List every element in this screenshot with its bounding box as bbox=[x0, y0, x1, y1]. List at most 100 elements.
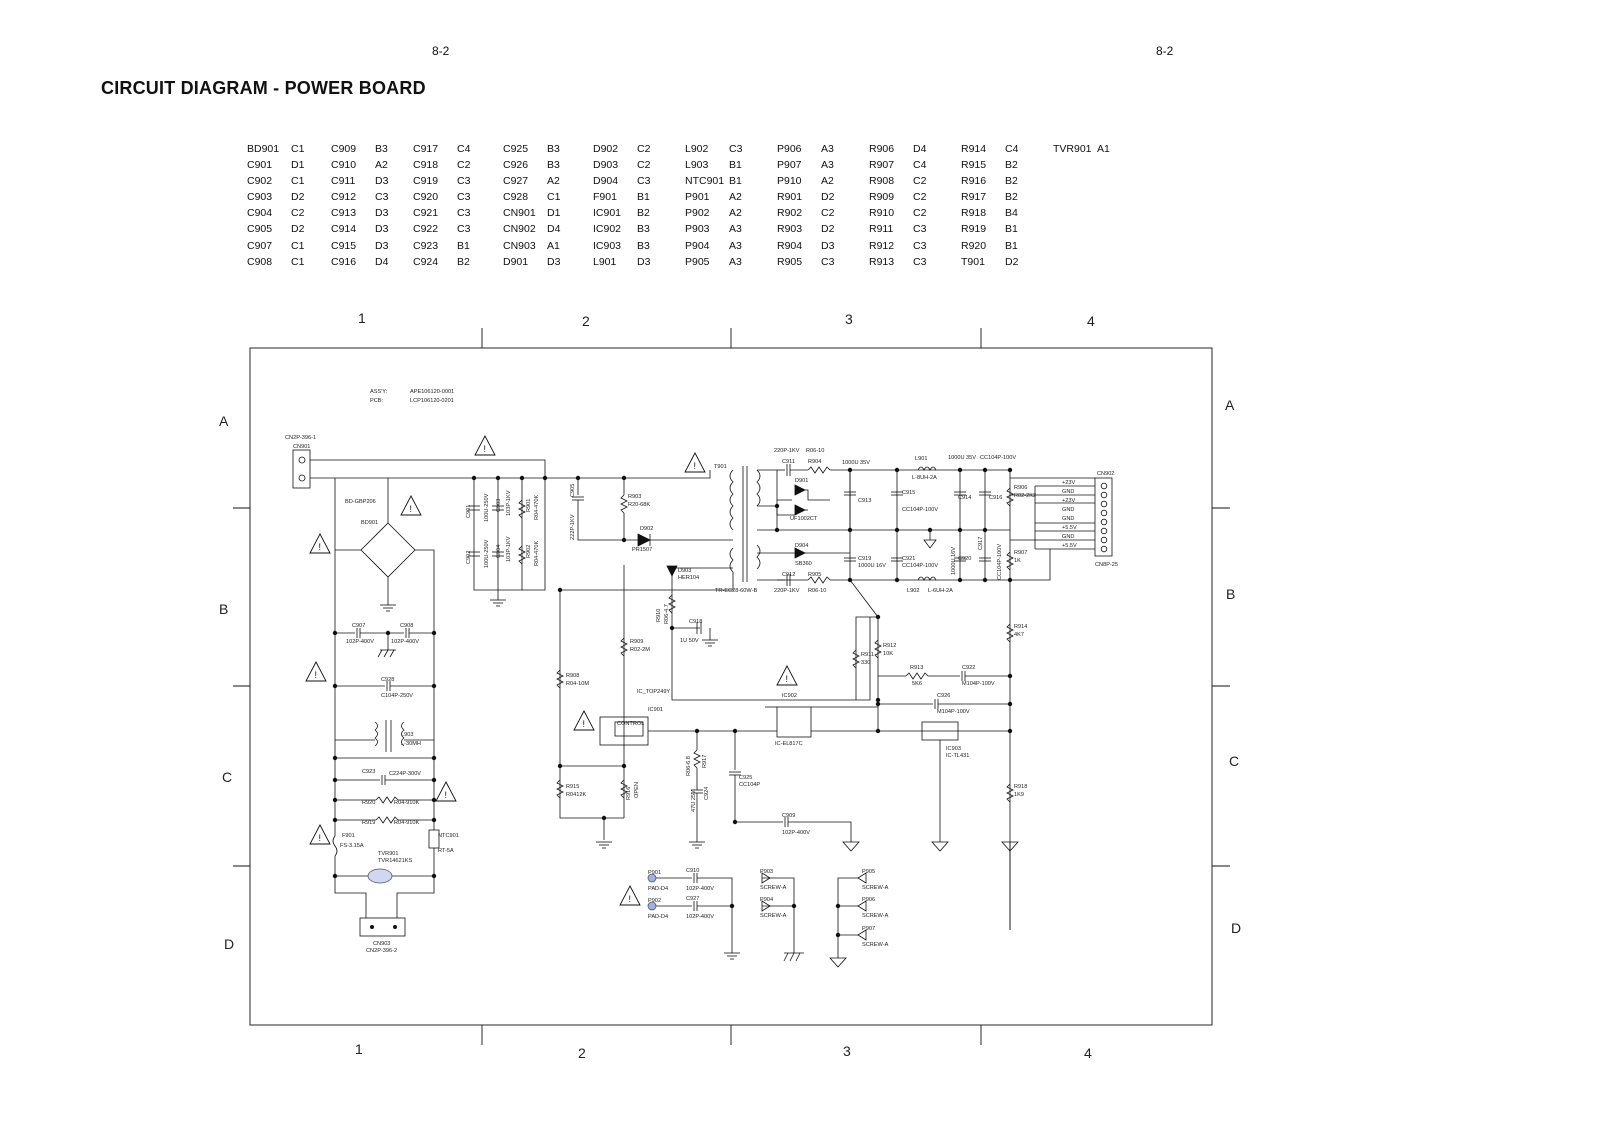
label-r909-ref: R909 bbox=[630, 639, 643, 645]
reference-grid-location: B1 bbox=[637, 191, 650, 204]
reference-grid-location: B2 bbox=[1005, 191, 1018, 204]
label-c910-ref: C910 bbox=[686, 868, 699, 874]
wiring bbox=[292, 449, 1113, 958]
svg-text:LCP106120-0201: LCP106120-0201 bbox=[410, 398, 454, 404]
label-l902-ref: L902 bbox=[907, 588, 919, 594]
reference-designator: C925 bbox=[503, 143, 529, 155]
reference-row: L902 C3 bbox=[685, 141, 742, 157]
reference-grid-location: B1 bbox=[1005, 223, 1018, 236]
reference-designator: L902 bbox=[685, 143, 709, 155]
row-label-a-right: A bbox=[1225, 397, 1235, 413]
svg-text:!: ! bbox=[629, 894, 632, 904]
label-t901-val: TR-EC28-60W-B bbox=[715, 588, 757, 594]
label-r911-ref: R911 bbox=[861, 652, 874, 658]
label-c918-ref: C918 bbox=[689, 619, 702, 625]
label-r912-ref: R912 bbox=[883, 643, 896, 649]
label-d903-val: HER104 bbox=[678, 575, 699, 581]
reference-designator: IC902 bbox=[593, 223, 622, 236]
reference-grid-location: D1 bbox=[547, 207, 561, 220]
reference-designator: IC901 bbox=[593, 207, 622, 220]
label-c926-ref: C926 bbox=[937, 693, 950, 699]
row-label-d-left: D bbox=[224, 936, 234, 952]
label-c920-val: 1000U 16V bbox=[951, 547, 957, 575]
label-c919-ref: C919 bbox=[858, 556, 871, 562]
label-l901-ref: L901 bbox=[915, 456, 927, 462]
label-p903-val: SCREW-A bbox=[760, 885, 787, 891]
svg-text:!: ! bbox=[484, 444, 487, 454]
reference-grid-location: B3 bbox=[637, 223, 650, 236]
reference-designator: F901 bbox=[593, 191, 617, 204]
reference-designator: R911 bbox=[869, 223, 894, 236]
label-ic903-ref: IC903 bbox=[946, 746, 961, 752]
label-p905-ref: P905 bbox=[862, 869, 875, 875]
label-c911-val: 220P-1KV bbox=[774, 448, 800, 454]
label-r915-val: R0412K bbox=[566, 792, 586, 798]
label-r913-val: 5K6 bbox=[912, 681, 922, 687]
col-label-1-bottom: 1 bbox=[355, 1041, 363, 1057]
label-c903-val: 103P-1KV bbox=[506, 490, 512, 516]
label-c925-ref: C925 bbox=[739, 775, 752, 781]
reference-designator: D902 bbox=[593, 143, 619, 155]
reference-designator: R917 bbox=[961, 191, 987, 204]
label-r901-val: R04-470K bbox=[534, 495, 540, 520]
reference-grid-location: D1 bbox=[291, 159, 305, 172]
reference-grid-location: C3 bbox=[457, 223, 471, 236]
label-r908-ref: R908 bbox=[566, 673, 579, 679]
reference-designator: TVR901 bbox=[1053, 143, 1092, 155]
reference-designator: NTC901 bbox=[685, 175, 725, 188]
reference-designator: R919 bbox=[961, 223, 987, 236]
reference-grid-location: C3 bbox=[913, 223, 927, 236]
label-c907-val: 102P-400V bbox=[346, 639, 374, 645]
reference-designator: R906 bbox=[869, 143, 895, 155]
label-l903-val: L-30MH bbox=[401, 741, 421, 747]
reference-grid-location: D2 bbox=[1005, 255, 1019, 268]
reference-designator: C917 bbox=[413, 143, 439, 155]
col-label-2-top: 2 bbox=[582, 313, 590, 329]
label-c923-ref: C923 bbox=[362, 769, 375, 775]
reference-designator: C901 bbox=[247, 159, 273, 172]
reference-designator: C919 bbox=[413, 175, 439, 188]
reference-grid-location: C3 bbox=[729, 143, 743, 155]
label-r905-ref: R905 bbox=[808, 572, 821, 578]
label-c904-ref: C904 bbox=[496, 545, 502, 558]
label-r910-ref: R910 bbox=[656, 609, 662, 622]
label-c916-ref: C916 bbox=[989, 495, 1002, 501]
reference-grid-location: C1 bbox=[547, 191, 561, 204]
reference-grid-location: B1 bbox=[729, 159, 742, 172]
reference-designator: CN902 bbox=[503, 223, 536, 236]
label-d902-ref: D902 bbox=[640, 526, 653, 532]
reference-designator: C918 bbox=[413, 159, 439, 172]
label-r918-ref: R918 bbox=[1014, 784, 1027, 790]
label-r902-ref: R902 bbox=[526, 545, 532, 558]
label-r901-ref: R901 bbox=[526, 499, 532, 512]
row-label-b-right: B bbox=[1226, 586, 1235, 602]
label-p902-ref: P902 bbox=[648, 898, 661, 904]
warning-icon: ! ! ! ! ! ! ! ! ! ! bbox=[305, 435, 798, 906]
label-r920-ref: R920 bbox=[362, 800, 375, 806]
label-c917-ref: C917 bbox=[978, 537, 984, 550]
reference-grid-location: A3 bbox=[821, 143, 834, 155]
label-c926-val: M104P-100V bbox=[937, 709, 970, 715]
